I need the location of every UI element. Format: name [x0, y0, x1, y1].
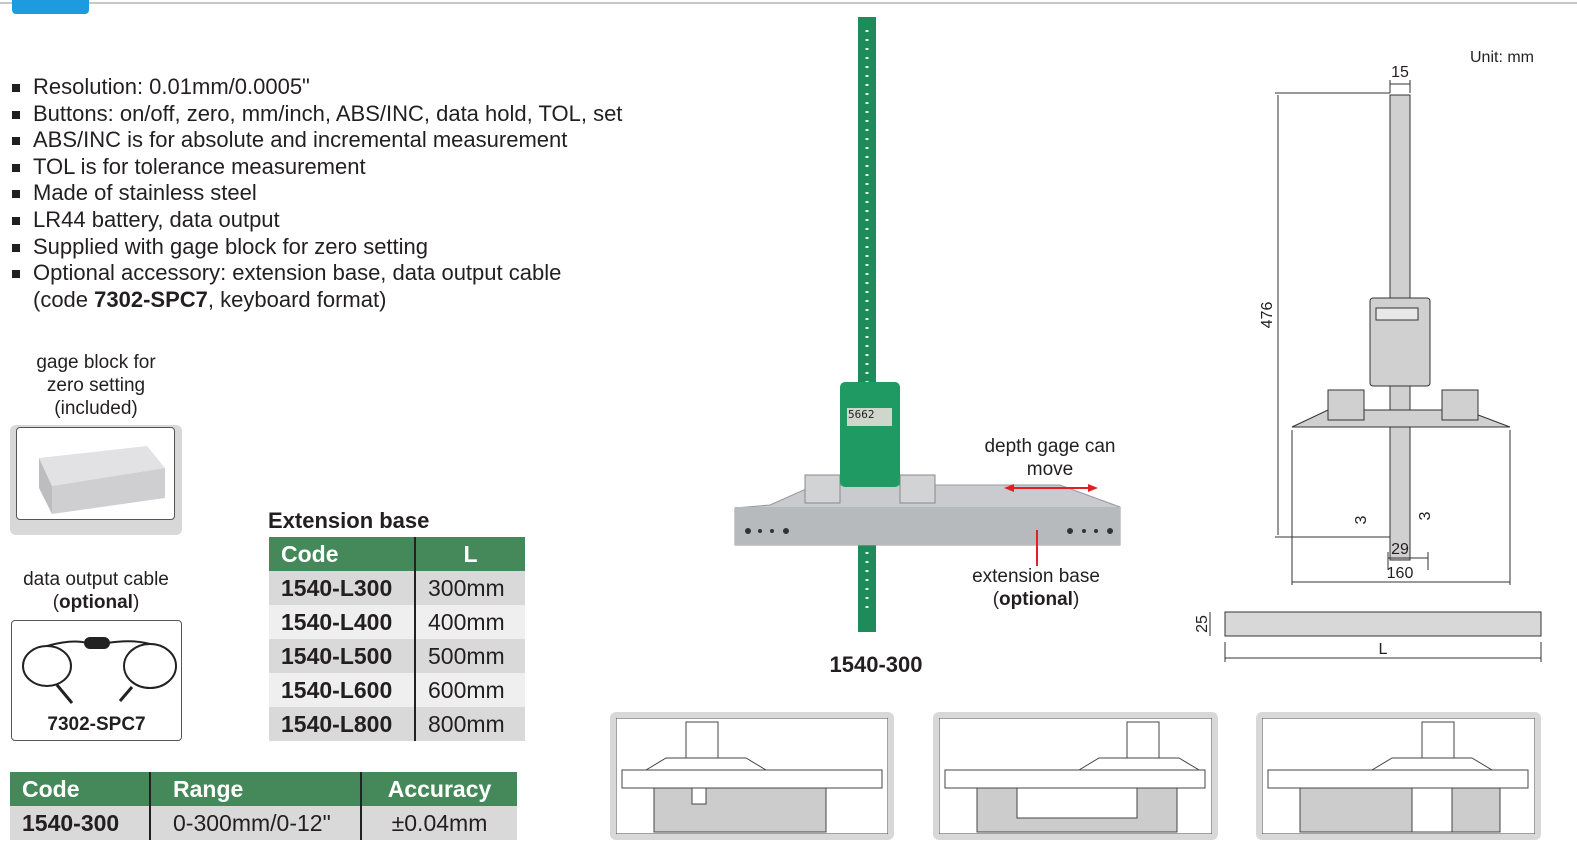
unit-label: Unit: mm: [1470, 49, 1534, 66]
gage-block-caption: gage block for zero setting(included): [36, 352, 156, 419]
col-header-code: Code: [10, 772, 150, 806]
move-label: depth gage can move: [984, 436, 1116, 480]
bullet-icon: [12, 270, 20, 279]
dim-tip: 29: [1391, 541, 1409, 558]
bullet-icon: [12, 137, 20, 146]
bullet-icon: [12, 190, 20, 199]
product-model: 1540-300: [829, 652, 923, 677]
dim-base: 160: [1387, 565, 1414, 582]
dim-tip-left: 3: [1353, 515, 1370, 524]
feature-item-cont: (code 7302-SPC7, keyboard format): [33, 286, 387, 312]
bullet-icon: [12, 163, 20, 172]
extension-table-title: Extension base: [268, 508, 430, 533]
double-arrow-icon: [1004, 484, 1098, 492]
cable-caption: data output cable(optional): [23, 569, 169, 613]
bullet-icon: [12, 110, 20, 119]
cable-code: 7302-SPC7: [47, 714, 146, 735]
feature-list: Resolution: 0.01mm/0.0005" Buttons: on/o…: [12, 74, 622, 313]
col-header-code: Code: [269, 537, 415, 571]
gage-block-frame: [10, 425, 182, 535]
feature-item: Resolution: 0.01mm/0.0005": [12, 74, 622, 101]
col-header-accuracy: Accuracy: [360, 772, 517, 806]
dimension-drawing: 15 476 3 3 29 160 25 L: [1194, 64, 1542, 662]
dim-ext-height: 25: [1194, 615, 1211, 633]
feature-item: LR44 battery, data output: [12, 207, 622, 234]
dim-width: 15: [1391, 64, 1409, 81]
top-border: [0, 2, 1577, 4]
dim-ext-length: L: [1379, 641, 1388, 658]
extension-base-label: extension base(optional): [972, 566, 1100, 610]
section-tab: [12, 0, 89, 14]
bullet-icon: [12, 243, 20, 252]
feature-item: Supplied with gage block for zero settin…: [12, 234, 622, 261]
feature-item: TOL is for tolerance measurement: [12, 154, 622, 181]
pointer-line: [1036, 530, 1038, 566]
usage-diagram-1: [610, 712, 894, 840]
product-display: 5662: [848, 408, 875, 421]
usage-diagram-3: [1256, 712, 1541, 840]
cable-image: 7302-SPC7: [11, 620, 182, 741]
feature-item: ABS/INC is for absolute and incremental …: [12, 127, 622, 154]
usage-diagram-2: [933, 712, 1218, 840]
gage-block-image: [16, 427, 175, 520]
bullet-icon: [12, 84, 20, 92]
dim-height: 476: [1259, 302, 1276, 329]
feature-item: Buttons: on/off, zero, mm/inch, ABS/INC,…: [12, 101, 622, 128]
product-image: [734, 17, 1121, 632]
feature-item: Optional accessory: extension base, data…: [12, 260, 622, 287]
dim-tip-right: 3: [1417, 511, 1434, 520]
bullet-icon: [12, 216, 20, 225]
col-header-range: Range: [149, 772, 361, 806]
feature-item: Made of stainless steel: [12, 180, 622, 207]
col-header-l: L: [414, 537, 525, 571]
